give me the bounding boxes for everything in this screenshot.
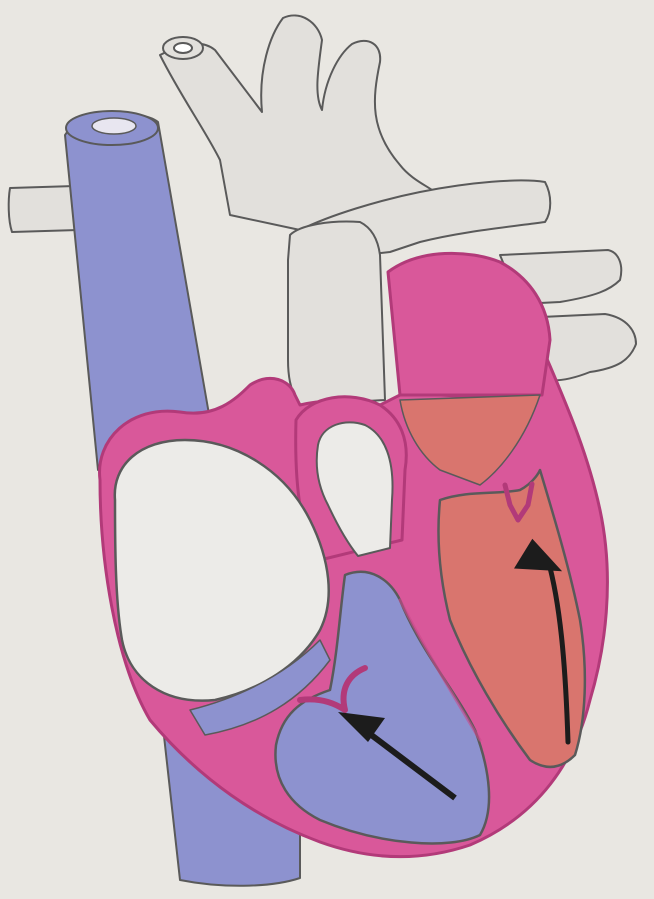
right-pulmonary-artery bbox=[9, 186, 78, 232]
aorta bbox=[288, 222, 385, 405]
